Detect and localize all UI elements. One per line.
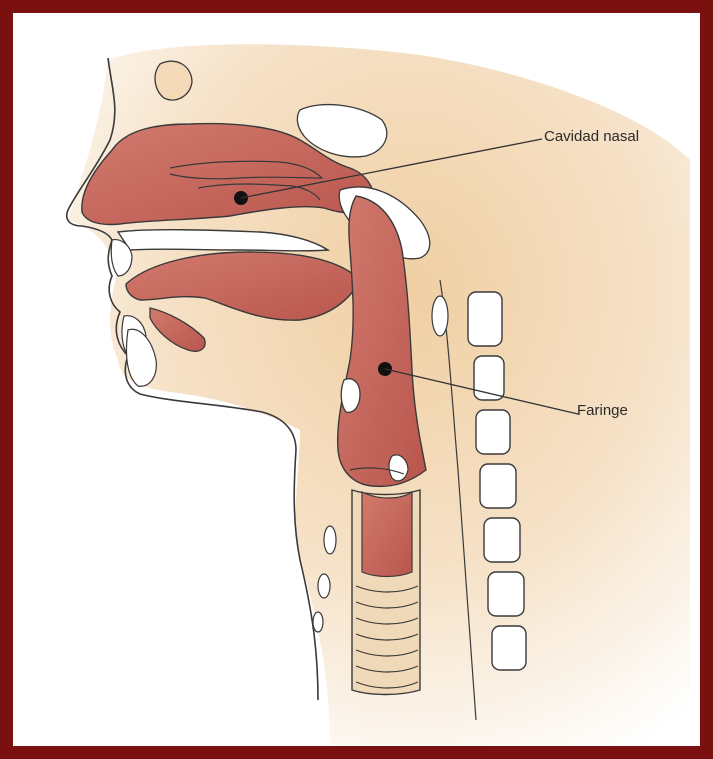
trachea-inner: [362, 492, 412, 577]
head-cross-section-illustration: [13, 13, 700, 746]
nasal-cavity-label: Cavidad nasal: [544, 128, 639, 145]
epiglottis: [341, 379, 360, 413]
frontal-bone-notch: [155, 61, 192, 100]
pharynx-label: Faringe: [577, 402, 628, 419]
